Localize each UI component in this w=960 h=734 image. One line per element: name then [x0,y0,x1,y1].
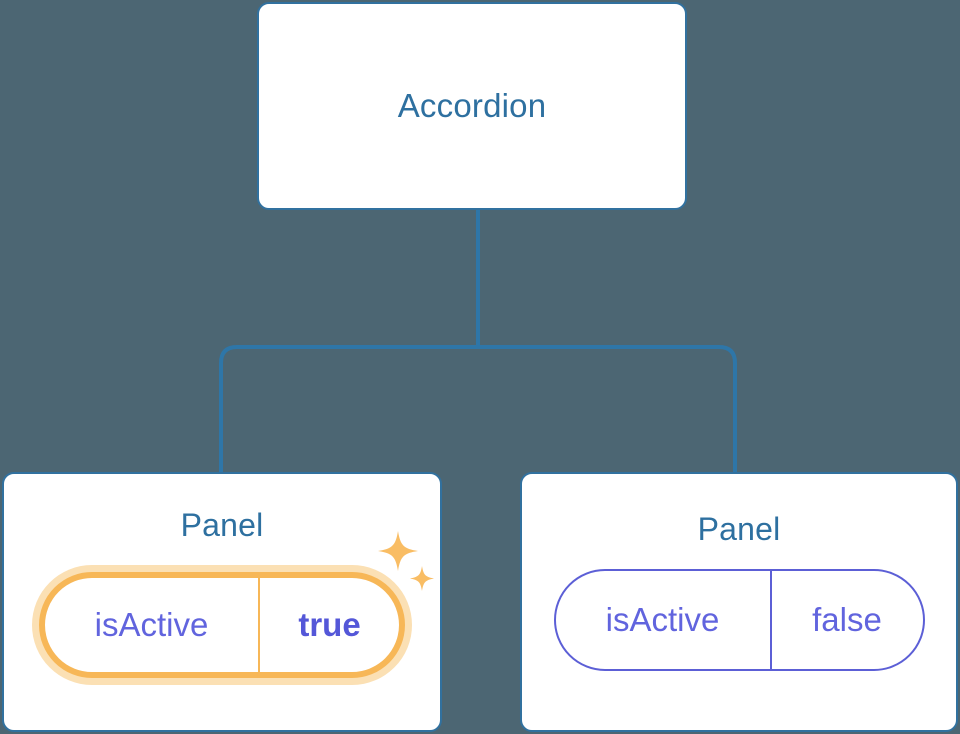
prop-key-isactive-inactive: isActive [605,601,720,639]
node-panel-active[interactable]: Panel isActive true [2,472,442,732]
prop-pill-active-wrapper: isActive true [32,531,434,686]
prop-value-true: true [258,578,399,673]
sparkle-small-icon [410,566,434,592]
prop-pill-inactive-wrapper: isActive false [553,569,925,672]
node-panel-inactive-title: Panel [697,511,781,547]
prop-pill-inactive[interactable]: isActive false [553,569,925,672]
prop-value-false: false [769,571,923,670]
node-accordion[interactable]: Accordion [257,2,687,210]
node-accordion-title: Accordion [397,86,547,124]
node-panel-active-title: Panel [180,507,264,543]
connector-bus [219,345,737,472]
prop-pill-active[interactable]: isActive true [32,565,412,686]
prop-key-isactive-active: isActive [94,606,209,644]
node-panel-inactive[interactable]: Panel isActive false [520,472,958,732]
